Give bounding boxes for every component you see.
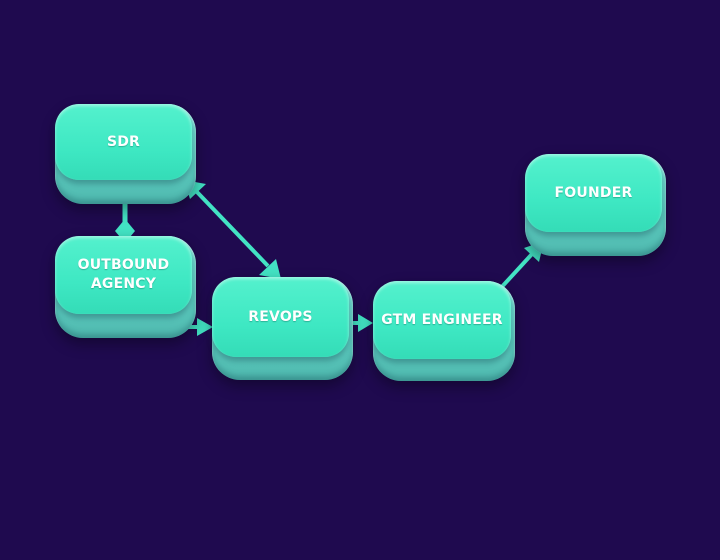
arrowhead-icon [358,314,373,332]
node-revops-face: REVOPS [212,277,349,357]
node-sdr-face: SDR [55,104,192,180]
node-sdr-label: SDR [106,133,141,150]
node-founder[interactable]: FOUNDER [525,154,666,256]
node-outbound-agency-face: OUTBOUND AGENCY [55,236,192,314]
edge-revops-gtm [350,314,373,332]
arrowhead-icon [259,259,281,279]
arrowhead-icon [197,318,213,336]
node-outbound-agency-label: OUTBOUND AGENCY [77,257,170,292]
node-founder-label: FOUNDER [554,184,633,201]
node-founder-face: FOUNDER [525,154,662,232]
node-gtm-engineer[interactable]: GTM ENGINEER [373,281,515,381]
node-gtm-engineer-label: GTM ENGINEER [381,311,503,328]
node-outbound-agency[interactable]: OUTBOUND AGENCY [55,236,196,338]
node-revops[interactable]: REVOPS [212,277,353,380]
edge-sdr-revops [184,180,281,279]
node-gtm-engineer-face: GTM ENGINEER [373,281,511,359]
node-sdr[interactable]: SDR [55,104,196,204]
node-revops-label: REVOPS [248,308,313,325]
